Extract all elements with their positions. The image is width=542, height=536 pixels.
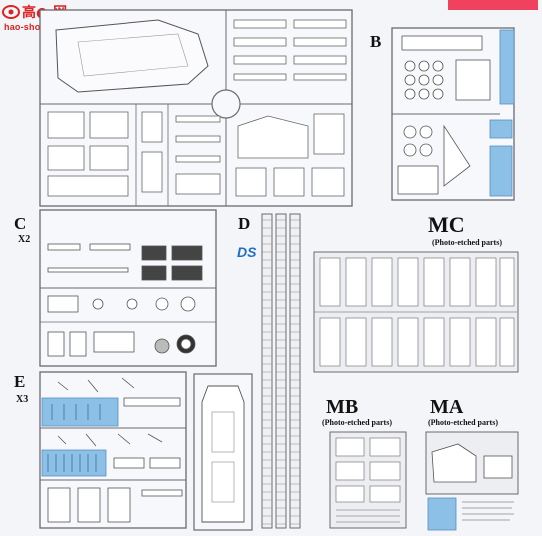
sprue-i <box>193 373 253 531</box>
watermark-url: hao-shoan.com <box>4 22 74 32</box>
sprue-mb-label: MB <box>326 396 359 418</box>
sprue-mc-note: (Photo-etched parts) <box>432 238 502 247</box>
sprue-mb-note: (Photo-etched parts) <box>322 418 392 427</box>
sprue-e-count: X3 <box>16 394 29 405</box>
sprue-ma-label: MA <box>430 396 464 418</box>
sprue-ma-note: (Photo-etched parts) <box>428 418 498 427</box>
ds-logo-icon: DS <box>237 244 257 260</box>
sprue-mc <box>313 251 519 373</box>
sprue-ma <box>425 431 519 531</box>
sprue-b-label: B <box>370 32 382 51</box>
watermark-logo-icon <box>2 5 20 19</box>
sprue-e <box>39 371 187 529</box>
sprue-d-tracks <box>261 213 301 529</box>
sprue-e-label: E <box>14 372 26 391</box>
brand-logo-strip <box>448 0 538 10</box>
sprue-hull-parts <box>39 9 353 207</box>
sprue-d-label: D <box>238 214 251 233</box>
sprue-c <box>39 209 217 367</box>
sprue-mc-label: MC <box>428 212 465 237</box>
sprue-mb <box>329 431 407 529</box>
sprue-c-count: X2 <box>18 234 31 245</box>
sprue-c-label: C <box>14 214 27 233</box>
sprue-b <box>391 27 515 201</box>
ds-logo: DS <box>237 244 257 260</box>
